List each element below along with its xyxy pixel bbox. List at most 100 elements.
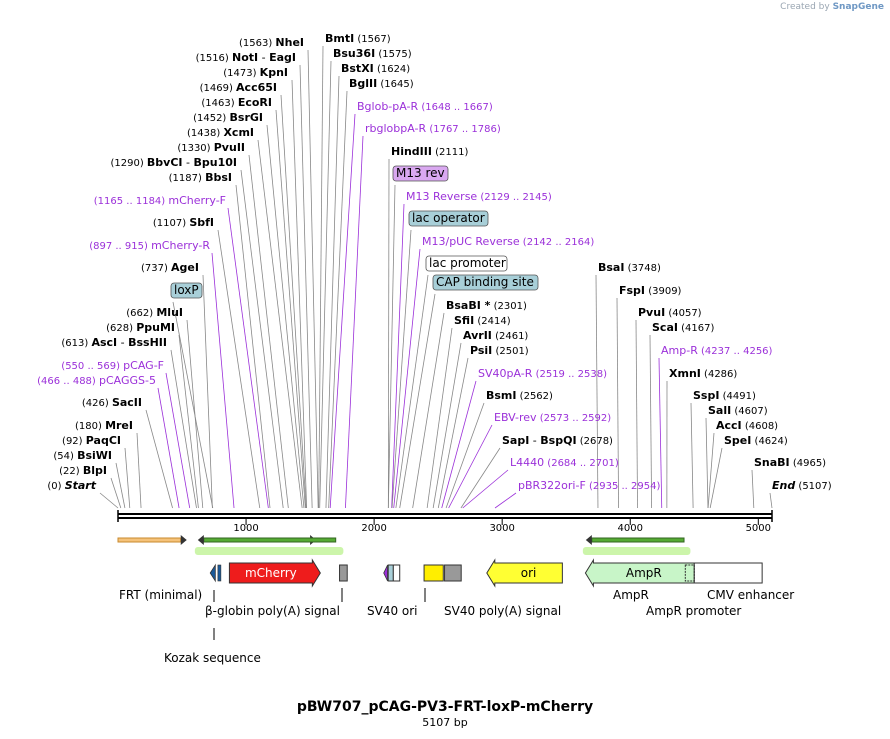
site-line-paqci [124, 447, 131, 509]
box-line-loxp_box [172, 301, 214, 509]
site-bsrgi[interactable]: (1452) BsrGI [193, 111, 263, 124]
feature-tag-lacop_box[interactable]: lac operator [408, 210, 489, 227]
site-noti[interactable]: (1516) NotI - EagI [196, 51, 296, 64]
site-line-psii [437, 357, 469, 509]
sv40-polya-glyph[interactable] [444, 564, 462, 582]
frt-site-glyph[interactable] [209, 563, 216, 583]
site-label-snabi: SnaBI (4965) [754, 456, 826, 469]
primer-sv40pa[interactable]: SV40pA-R (2519 .. 2538) [478, 367, 607, 380]
feature-caption-sv40ori: SV40 ori [367, 604, 418, 618]
primer-m13puc[interactable]: M13/pUC Reverse (2142 .. 2164) [422, 235, 594, 248]
primer-pcaggs[interactable]: (466 .. 488) pCAGGS-5 [37, 374, 156, 387]
feature-tag-m13rev_box[interactable]: M13 rev [392, 165, 449, 182]
feature-ampr[interactable]: AmpR [584, 558, 695, 588]
primer-m13rev[interactable]: M13 Reverse (2129 .. 2145) [406, 190, 552, 203]
site-ecori[interactable]: (1463) EcoRI [201, 96, 272, 109]
site-end[interactable]: End (5107) [772, 479, 832, 492]
site-spei[interactable]: SpeI (4624) [724, 434, 788, 447]
site-bmti[interactable]: BmtI (1567) [325, 32, 391, 45]
primer-mcherryf[interactable]: (1165 .. 1184) mCherry-F [94, 194, 226, 207]
bglobin-polya-glyph[interactable] [339, 564, 348, 582]
site-acc65i[interactable]: (1469) Acc65I [200, 81, 277, 94]
site-line-spei [709, 447, 723, 509]
site-bglii[interactable]: BglII (1645) [349, 77, 414, 90]
site-sali[interactable]: SalI (4607) [708, 404, 768, 417]
site-asci[interactable]: (613) AscI - BssHII [61, 336, 167, 349]
site-xcmi[interactable]: (1438) XcmI [187, 126, 254, 139]
box-line-m13rev_box [387, 184, 396, 509]
site-pvui[interactable]: PvuI (4057) [638, 306, 702, 319]
lac-promoter-glyph[interactable] [392, 564, 401, 582]
ampr-promoter-glyph[interactable] [684, 564, 695, 582]
primer-ampr_p[interactable]: Amp-R (4237 .. 4256) [661, 344, 773, 357]
site-start[interactable]: (0) Start [47, 479, 96, 492]
site-line-xcmi [257, 139, 303, 509]
primer-label-m13rev: M13 Reverse (2129 .. 2145) [406, 190, 552, 203]
site-blpi[interactable]: (22) BlpI [59, 464, 107, 477]
site-krei[interactable]: (180) MreI [75, 419, 133, 432]
site-label-sali: SalI (4607) [708, 404, 768, 417]
primer-pcagf[interactable]: (550 .. 569) pCAG-F [61, 359, 164, 372]
feature-tag-cap_box[interactable]: CAP binding site [432, 274, 539, 291]
site-snabi[interactable]: SnaBI (4965) [754, 456, 826, 469]
site-label-sapi: SapI - BspQI (2678) [502, 434, 613, 447]
site-label-asci: (613) AscI - BssHII [61, 336, 167, 349]
box-line-lacop_box [391, 229, 412, 509]
primer-pbr322[interactable]: pBR322ori-F (2935 .. 2954) [518, 479, 660, 492]
feature-mcherry[interactable]: mCherry [228, 558, 321, 588]
site-sapi[interactable]: SapI - BspQI (2678) [502, 434, 613, 447]
site-fspi[interactable]: FspI (3909) [619, 284, 682, 297]
site-kpni[interactable]: (1473) KpnI [223, 66, 288, 79]
site-bsu36i[interactable]: Bsu36I (1575) [333, 47, 412, 60]
sv40-ori-glyph[interactable] [423, 564, 444, 582]
site-paqci[interactable]: (92) PaqCI [62, 434, 121, 447]
site-sspi[interactable]: SspI (4491) [693, 389, 756, 402]
primer-bglob[interactable]: Bglob-pA-R (1648 .. 1667) [357, 100, 493, 113]
feature-shape-ori [486, 558, 563, 588]
site-mlui[interactable]: (662) MluI [126, 306, 183, 319]
site-bsabi[interactable]: BsaBI * (2301) [446, 299, 527, 312]
primer-ebvrev[interactable]: EBV-rev (2573 .. 2592) [494, 411, 611, 424]
lac-operator-glyph[interactable] [387, 564, 394, 582]
credit-prefix: Created by [780, 2, 830, 12]
site-hindiii[interactable]: HindIII (2111) [391, 145, 468, 158]
site-pvuii[interactable]: (1330) PvuII [177, 141, 245, 154]
site-avrii[interactable]: AvrII (2461) [463, 329, 528, 342]
site-bstxi[interactable]: BstXI (1624) [341, 62, 410, 75]
site-nhei[interactable]: (1563) NheI [239, 36, 304, 49]
site-sacii[interactable]: (426) SacII [82, 396, 142, 409]
feature-tag-loxp_box[interactable]: loxP [170, 282, 203, 299]
site-sfii[interactable]: SfiI (2414) [454, 314, 511, 327]
feature-tag-lacpr_box[interactable]: lac promoter [425, 255, 508, 272]
feature-cmv[interactable] [693, 562, 763, 584]
m13-rev-glyph[interactable] [383, 564, 388, 582]
site-bsmi[interactable]: BsmI (2562) [486, 389, 553, 402]
loxp-site-glyph[interactable] [217, 564, 222, 582]
feature-ori[interactable]: ori [486, 558, 563, 588]
site-bsai[interactable]: BsaI (3748) [598, 261, 661, 274]
primer-rbglob[interactable]: rbglobpA-R (1767 .. 1786) [365, 122, 501, 135]
feature-shape-ampr [584, 558, 695, 588]
site-ppumi[interactable]: (628) PpuMI [106, 321, 175, 334]
orf-span-1[interactable] [117, 535, 187, 545]
primer-mcherryr[interactable]: (897 .. 915) mCherry-R [89, 239, 210, 252]
primer-line-l4440 [462, 469, 509, 509]
site-label-acc65i: (1469) Acc65I [200, 81, 277, 94]
primer-line-m13rev [391, 203, 405, 509]
site-bbsi[interactable]: (1187) BbsI [169, 171, 232, 184]
site-sbfi[interactable]: (1107) SbfI [153, 216, 214, 229]
primer-line-pbr322 [494, 492, 517, 509]
site-bbvci[interactable]: (1290) BbvCI - Bpu10I [110, 156, 237, 169]
site-agei[interactable]: (737) AgeI [141, 261, 199, 274]
site-xmni[interactable]: XmnI (4286) [669, 367, 737, 380]
feature-tag-box [170, 282, 203, 299]
primer-l4440[interactable]: L4440 (2684 .. 2701) [510, 456, 619, 469]
orf-span-3[interactable] [197, 535, 337, 545]
orf-span-4[interactable] [585, 535, 685, 545]
site-label-agei: (737) AgeI [141, 261, 199, 274]
feature-caption-cmv_enh: CMV enhancer [707, 588, 794, 602]
site-psii[interactable]: PsiI (2501) [470, 344, 529, 357]
site-bsiwi[interactable]: (54) BsiWI [53, 449, 112, 462]
site-acci[interactable]: AccI (4608) [716, 419, 778, 432]
site-scai[interactable]: ScaI (4167) [652, 321, 714, 334]
